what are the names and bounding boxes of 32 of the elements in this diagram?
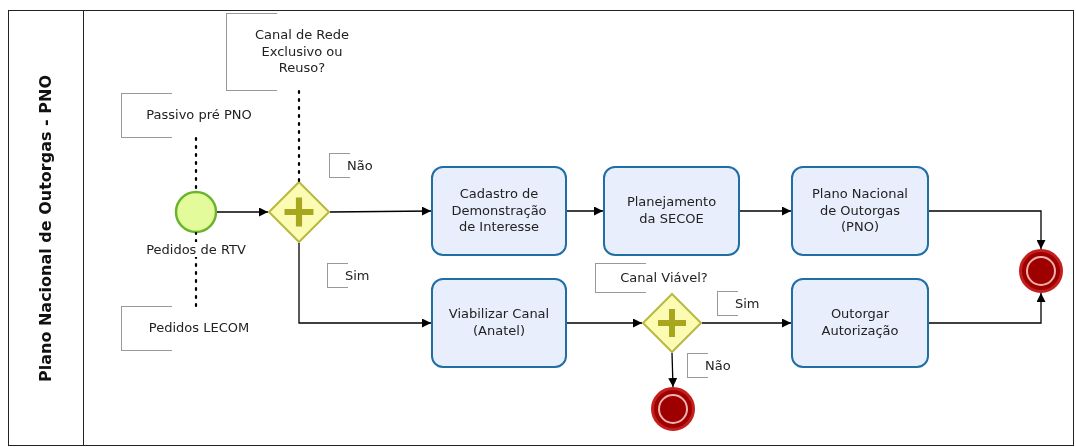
task-box: Planejamento da SECOE [603,166,740,256]
task-box: Cadastro de Demonstração de Interesse [431,166,567,256]
sequence-arrow [216,207,269,217]
parallel-gateway-diamond [642,293,702,353]
edge-label: Não [329,153,377,178]
text-annotation: Passivo pré PNO [121,93,271,138]
association-line [194,231,198,308]
sequence-arrow [329,206,432,216]
end-event-circle [1019,249,1063,293]
association-line [297,89,301,183]
text-annotation: Canal Viável? [595,263,727,293]
sequence-arrow [701,318,792,328]
text-annotation: Canal de Rede Exclusivo ou Reuso? [226,13,372,91]
sequence-arrow [668,352,678,388]
sequence-arrow [739,206,792,216]
sequence-arrow [928,292,1046,324]
edge-label: Sim [717,291,764,316]
task-box: Plano Nacional de Outorgas (PNO) [791,166,929,256]
sequence-arrow [566,206,604,216]
pool-frame [8,10,1074,446]
pool-title: Plano Nacional de Outorgas - PNO [36,74,56,382]
sequence-arrow [566,318,643,328]
edge-label: Sim [327,263,374,288]
sequence-arrow [928,210,1046,250]
task-box: Viabilizar Canal (Anatel) [431,278,567,368]
edge-label: Não [687,353,735,378]
end-event-circle [651,387,695,431]
task-box: Outorgar Autorização [791,278,929,368]
text-annotation: Pedidos LECOM [121,306,271,351]
start-event-circle [175,191,217,233]
parallel-gateway-diamond [268,181,330,243]
sequence-arrow [298,242,432,328]
